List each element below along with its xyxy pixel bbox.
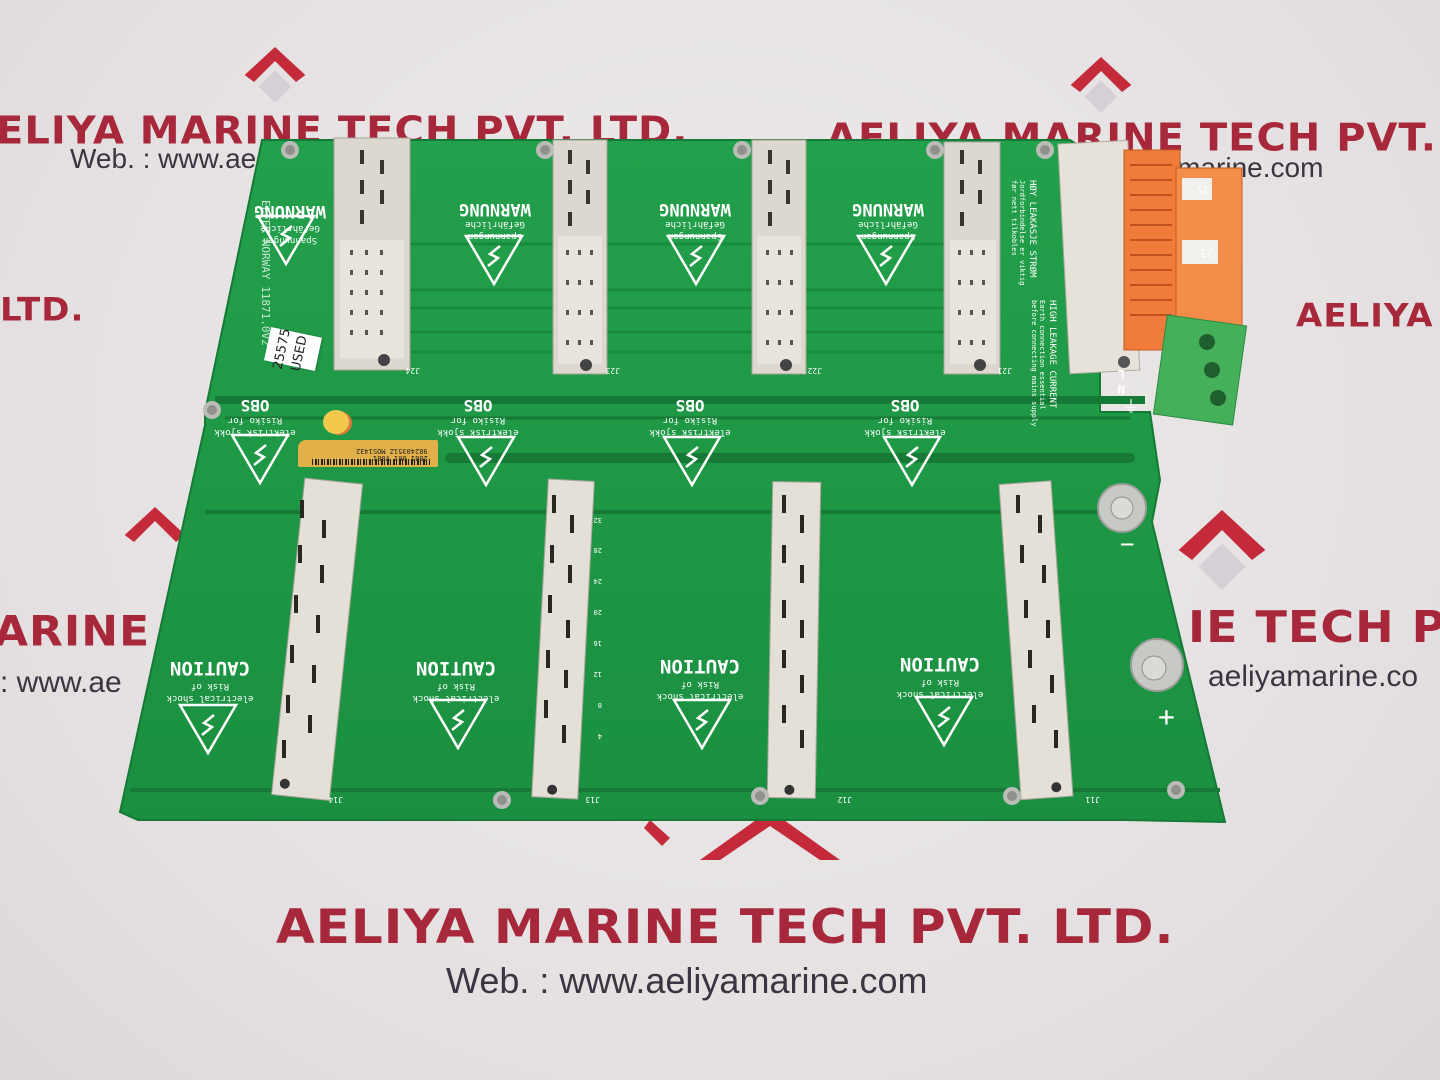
watermark-company: IE TECH PV bbox=[1188, 601, 1440, 653]
barcode bbox=[312, 459, 430, 465]
watermark-web: aeliyamarine.com bbox=[1104, 152, 1324, 183]
yellow-dot-sticker bbox=[323, 410, 349, 434]
watermark-company: AELIYA bbox=[1296, 297, 1434, 335]
barcode-sticker: 2681 001 V001 98240351Z MOS1432 bbox=[298, 440, 438, 467]
watermark-web: Web. : www.ae bbox=[70, 143, 257, 174]
watermark-company: AELIYA MARINE TECH PVT. LTD. bbox=[276, 899, 1175, 955]
watermark-web: : www.ae bbox=[0, 666, 122, 699]
watermark-company: LTD. bbox=[0, 291, 85, 329]
watermark-web: Web. : www.aeliyamarine.com bbox=[446, 960, 928, 1001]
watermark-company: ARINE bbox=[0, 607, 151, 656]
aeliya-logo-icon bbox=[124, 507, 186, 542]
aeliya-logo-icon bbox=[1070, 57, 1132, 113]
aeliya-logo-icon bbox=[244, 47, 306, 103]
watermark-web: aeliyamarine.co bbox=[1208, 660, 1419, 693]
aeliya-logo-icon bbox=[644, 810, 840, 860]
aeliya-logo-icon bbox=[1178, 510, 1266, 590]
